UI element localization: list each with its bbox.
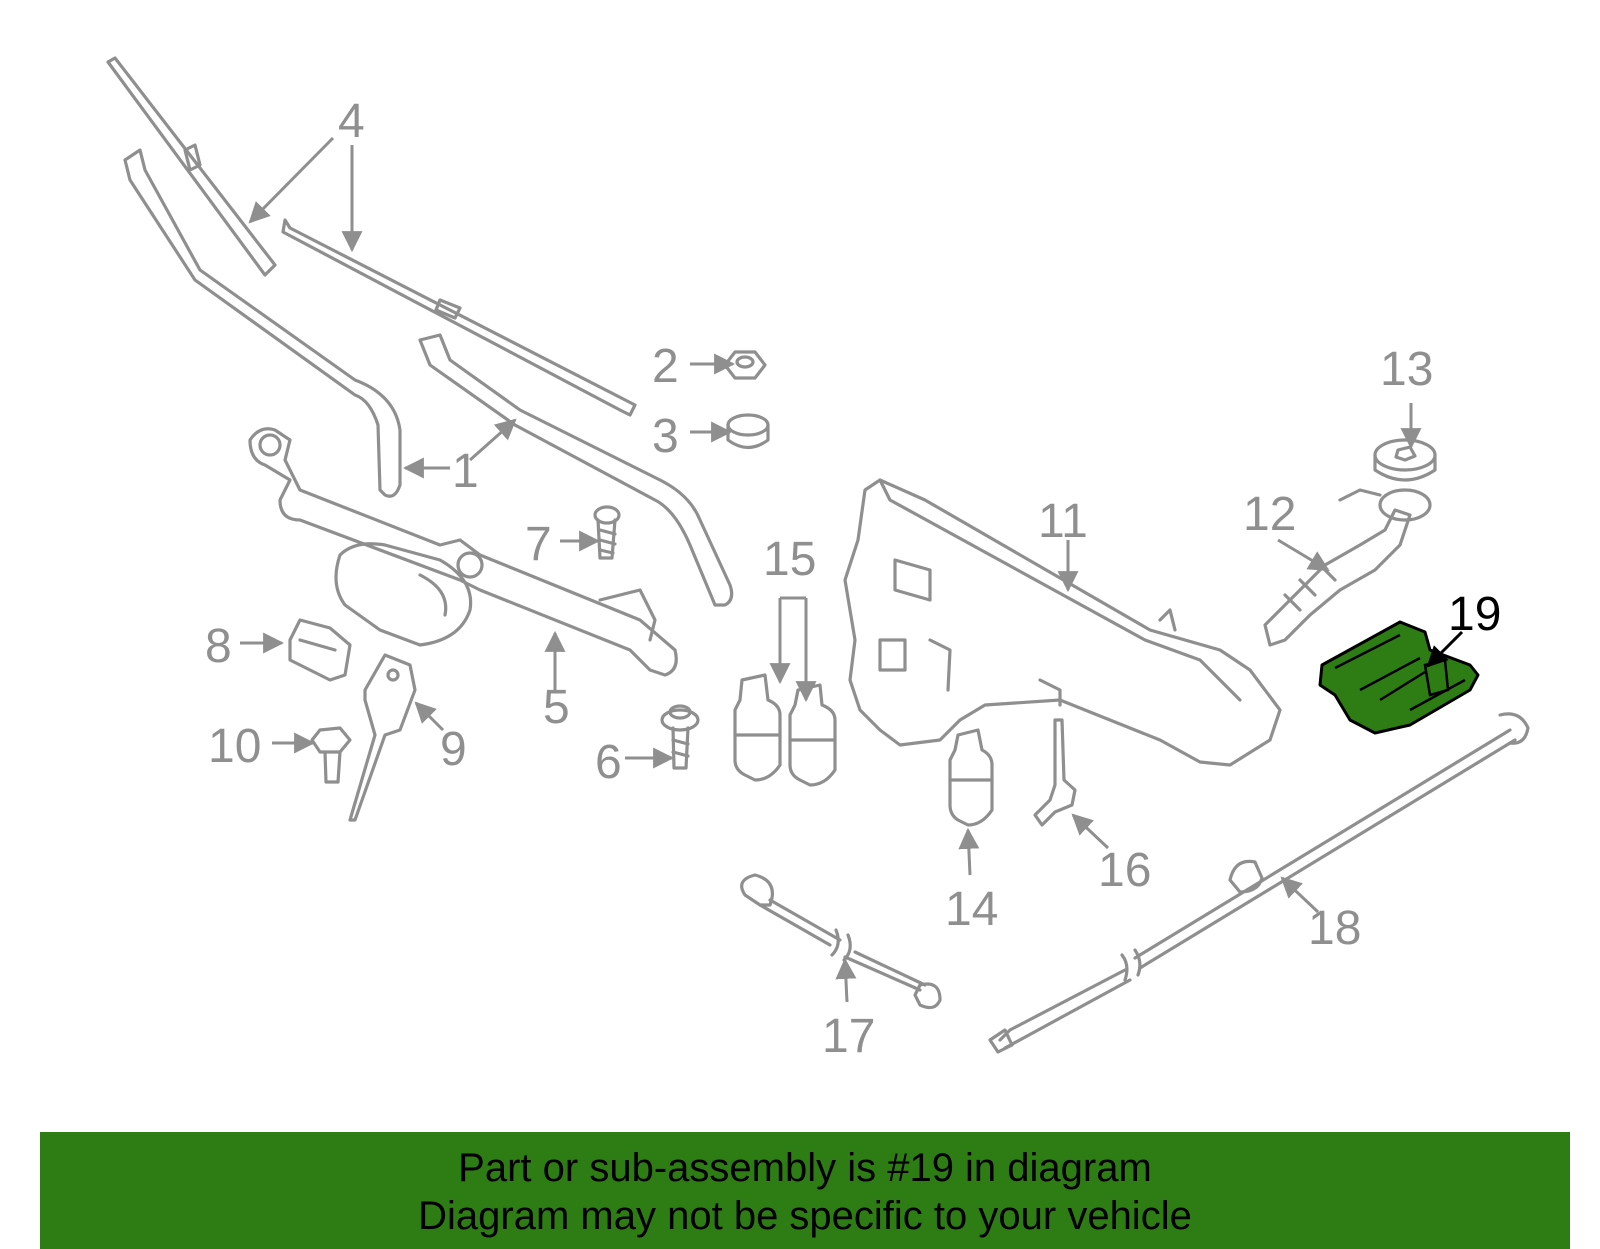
callout-19: 19 xyxy=(1448,588,1501,641)
highlighted-part-19 xyxy=(1318,620,1480,735)
filler-neck xyxy=(1263,488,1432,647)
callout-1: 1 xyxy=(452,445,479,498)
callout-12: 12 xyxy=(1243,488,1296,541)
leader-lines xyxy=(240,136,1464,1003)
callout-6: 6 xyxy=(595,736,622,789)
callout-2: 2 xyxy=(652,340,679,393)
banner-line-1: Part or sub-assembly is #19 in diagram xyxy=(458,1146,1152,1190)
washer-pump-single xyxy=(948,728,994,827)
wiper-blade-right xyxy=(281,218,637,417)
washer-reservoir xyxy=(843,478,1282,767)
cap xyxy=(726,413,770,450)
callout-9: 9 xyxy=(440,723,467,776)
washer-hose-18 xyxy=(988,712,1530,1054)
filler-cap xyxy=(1373,438,1437,482)
parts-diagram: 4 1 2 3 7 5 6 8 9 10 11 12 13 15 14 16 1… xyxy=(106,56,1530,1063)
wiper-arm-right xyxy=(418,333,734,607)
callout-17: 17 xyxy=(822,1010,875,1063)
callout-7: 7 xyxy=(525,518,552,571)
wiper-blade-left xyxy=(106,56,277,277)
callout-4: 4 xyxy=(338,95,365,148)
wiper-arm-left xyxy=(123,148,402,498)
callout-10: 10 xyxy=(208,720,261,773)
callout-8: 8 xyxy=(205,620,232,673)
info-banner: Part or sub-assembly is #19 in diagram D… xyxy=(40,1132,1570,1249)
callout-13: 13 xyxy=(1380,343,1433,396)
banner-line-2: Diagram may not be specific to your vehi… xyxy=(418,1194,1192,1238)
callout-5: 5 xyxy=(543,681,570,734)
callout-15: 15 xyxy=(763,533,816,586)
clip-8 xyxy=(288,618,352,682)
washer-hose-17 xyxy=(740,873,942,1010)
wiper-linkage xyxy=(248,427,678,677)
callout-18: 18 xyxy=(1308,902,1361,955)
bolt-10 xyxy=(310,726,352,784)
screw-7 xyxy=(593,505,621,560)
level-sensor xyxy=(1033,718,1077,827)
callout-16: 16 xyxy=(1098,844,1151,897)
callout-3: 3 xyxy=(652,410,679,463)
bracket xyxy=(348,653,417,822)
callout-11: 11 xyxy=(1038,495,1088,548)
washer-pump-pair xyxy=(733,673,837,787)
callout-14: 14 xyxy=(945,883,998,936)
